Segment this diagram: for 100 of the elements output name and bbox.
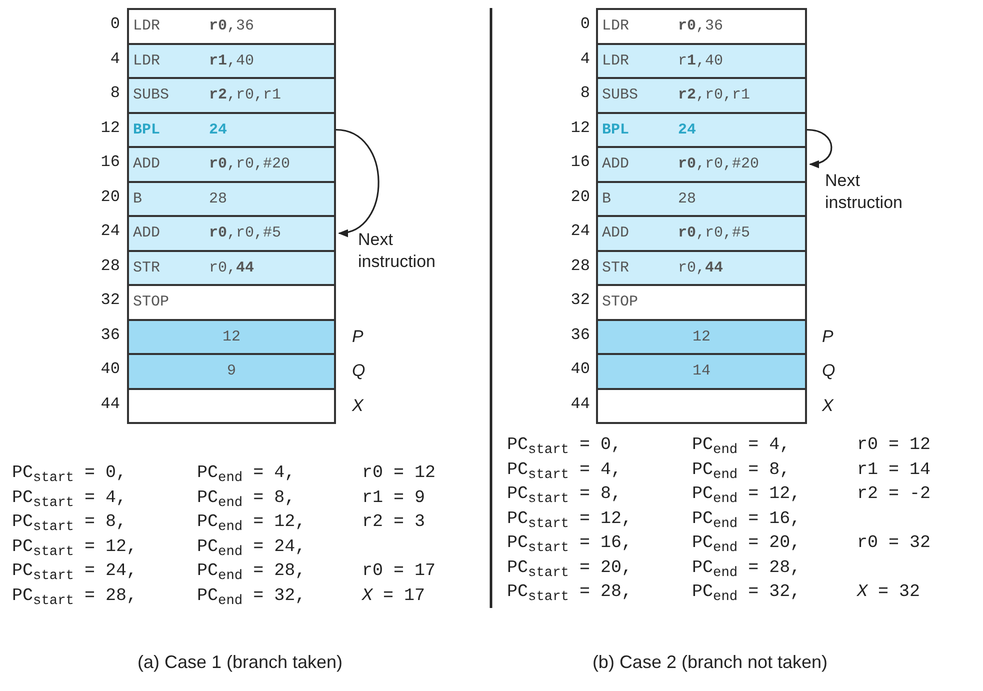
address-number: 12 (570, 118, 590, 136)
memory-cell (127, 215, 336, 252)
variable-name: X (352, 396, 364, 416)
opcode: LDR (602, 52, 630, 70)
operand: r0,36 (209, 18, 254, 35)
trace-entry: PC$_{start}$ = 12, (12, 536, 137, 556)
operand: r0,r0,#20 (209, 156, 290, 173)
figure-caption: (b) Case 2 (branch not taken) (592, 652, 828, 673)
trace-entry: r0 = 32 (857, 533, 931, 553)
opcode: ADD (133, 224, 160, 242)
trace-entry: PC$_{start}$ = 0, (507, 435, 622, 455)
figure-caption: (a) Case 1 (branch taken) (137, 652, 343, 673)
opcode: BPL (602, 121, 630, 138)
address-number: 8 (579, 84, 590, 102)
memory-cell (596, 77, 807, 114)
trace-entry: PC$_{end}$ = 28, (197, 561, 306, 581)
operand: 24 (209, 121, 228, 138)
trace-entry: PC$_{start}$ = 4, (507, 460, 622, 480)
memory-cell (596, 8, 807, 44)
memory-cell (127, 318, 336, 355)
memory-cell (596, 284, 807, 320)
opcode: B (602, 190, 612, 208)
address-number: 28 (570, 256, 590, 274)
operand: 28 (209, 190, 228, 208)
opcode: SUBS (602, 86, 638, 104)
address-number: 32 (570, 291, 590, 309)
memory-value: 14 (692, 362, 710, 380)
trace-entry: PC$_{end}$ = 32, (197, 586, 306, 606)
address-number: 20 (100, 188, 120, 206)
address-number: 4 (579, 50, 590, 68)
operand: r0,r0,#5 (209, 224, 282, 242)
trace-entry: r2 = -2 (857, 484, 931, 504)
opcode: ADD (133, 156, 160, 173)
trace-entry: PC$_{end}$ = 12, (197, 512, 306, 532)
memory-cell (596, 146, 807, 182)
trace-entry: PC$_{end}$ = 24, (197, 536, 306, 556)
opcode: STOP (602, 294, 638, 311)
variable-name: X (822, 396, 834, 416)
memory-value: 12 (222, 328, 240, 346)
address-number: 16 (100, 153, 120, 171)
opcode: LDR (133, 52, 160, 70)
opcode: B (133, 190, 142, 208)
curved-arrow (336, 128, 380, 236)
memory-cell (127, 180, 336, 217)
operand: 24 (678, 121, 696, 138)
trace-entry: PC$_{start}$ = 24, (12, 561, 137, 581)
trace-entry: PC$_{start}$ = 28, (12, 586, 137, 606)
memory-cell (127, 388, 336, 424)
memory-cell (127, 42, 336, 79)
trace-entry: PC$_{start}$ = 4, (12, 488, 126, 508)
memory-cell (127, 250, 336, 286)
address-number: 20 (570, 188, 590, 206)
trace-entry: PC$_{end}$ = 8, (197, 488, 296, 508)
opcode: LDR (133, 18, 160, 35)
trace-entry: PC$_{end}$ = 28, (692, 558, 801, 578)
address-number: 40 (100, 360, 120, 378)
trace-entry: PC$_{end}$ = 20, (692, 533, 801, 553)
opcode: STOP (133, 294, 170, 311)
memory-cell (127, 284, 336, 320)
opcode: STR (133, 259, 160, 276)
trace-entry: r0 = 17 (362, 561, 436, 581)
address-number: 24 (100, 222, 120, 240)
opcode: LDR (602, 18, 630, 35)
operand: r0,r0,#20 (678, 156, 760, 173)
trace-entry: PC$_{start}$ = 20, (507, 558, 632, 578)
memory-cell (596, 180, 807, 217)
address-number: 36 (100, 326, 120, 344)
variable-name: Q (352, 361, 366, 381)
opcode: ADD (602, 224, 630, 242)
operand: r0,44 (678, 259, 724, 276)
trace-entry: PC$_{start}$ = 8, (12, 512, 126, 532)
opcode: SUBS (133, 86, 170, 104)
trace-entry: r0 = 12 (857, 435, 931, 455)
variable-name: P (352, 326, 364, 346)
trace-entry: r2 = 3 (362, 512, 426, 532)
trace-entry: PC$_{end}$ = 8, (692, 460, 790, 480)
trace-entry: X = 17 (362, 586, 426, 606)
memory-cell (127, 77, 336, 114)
operand: r0,36 (678, 18, 724, 35)
address-number: 36 (570, 326, 590, 344)
trace-entry: r0 = 12 (362, 463, 436, 483)
operand: r0,r0,#5 (678, 224, 750, 242)
edge-label: Next instruction (825, 170, 904, 213)
trace-entry: r1 = 14 (857, 460, 931, 480)
address-number: 12 (100, 118, 120, 136)
address-number: 28 (100, 256, 120, 274)
memory-cell (596, 112, 807, 148)
trace-entry: X = 32 (857, 582, 920, 602)
memory-cell (596, 42, 807, 79)
address-number: 40 (570, 360, 590, 378)
memory-cell (127, 353, 336, 390)
operand: r1,40 (209, 52, 254, 70)
address-number: 4 (109, 50, 120, 68)
address-number: 44 (570, 394, 590, 412)
address-number: 0 (579, 15, 590, 33)
trace-entry: PC$_{end}$ = 16, (692, 508, 801, 528)
memory-cell (596, 215, 807, 252)
trace-entry: PC$_{end}$ = 12, (692, 484, 801, 504)
memory-value: 9 (227, 362, 236, 380)
trace-entry: PC$_{end}$ = 32, (692, 582, 801, 602)
